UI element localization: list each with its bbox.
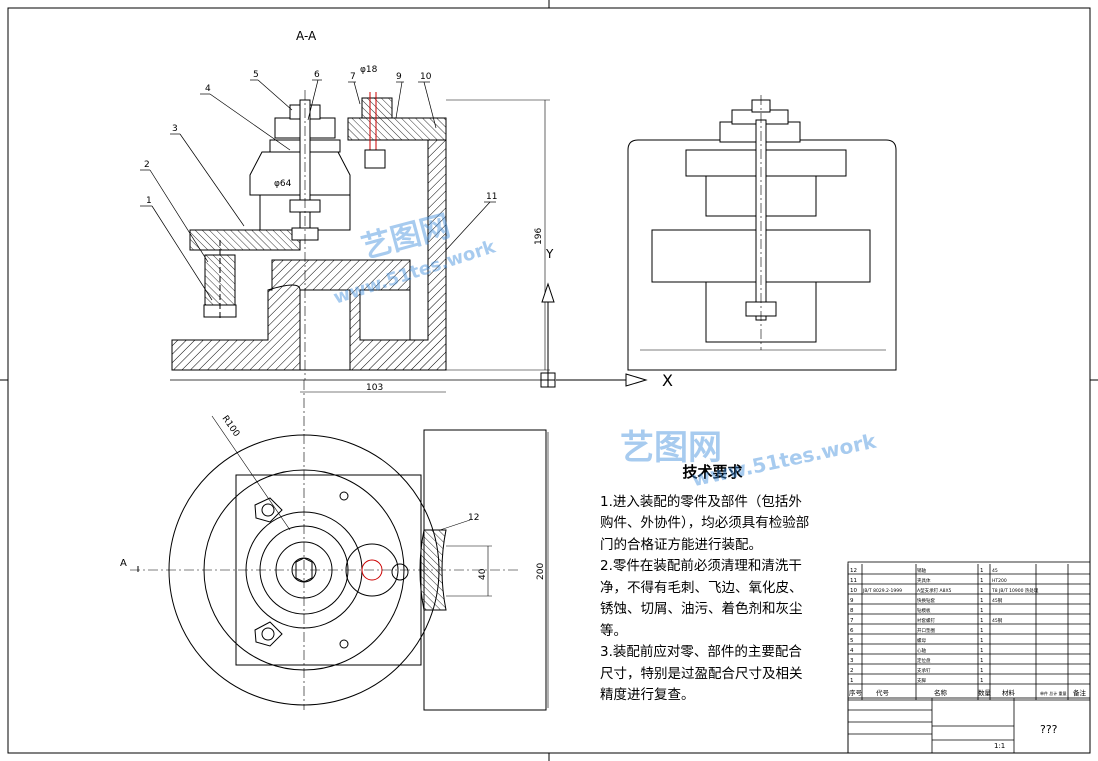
bom-row-no: 8 [850, 608, 854, 614]
tech-req-title: 技术要求 [682, 463, 743, 481]
title-block-name: ??? [1040, 723, 1058, 736]
bom-row-name: 螺母 [917, 637, 926, 644]
balloon-5: 5 [253, 70, 259, 80]
bom-row-material: T8 JB/T 10900 热处理 [991, 587, 1039, 594]
balloon-4: 4 [205, 84, 211, 94]
bom-row-material: 45钢 [992, 597, 1003, 604]
balloon-11: 11 [486, 192, 497, 202]
bom-header-cell: 名称 [934, 688, 948, 697]
bom-row-material: 45 [992, 568, 998, 574]
bom-row-qty: 1 [980, 608, 984, 614]
dim-phi64: φ64 [274, 179, 292, 189]
balloon-7: 7 [350, 72, 356, 82]
bom-row-no: 12 [850, 568, 857, 574]
bom-row-qty: 1 [980, 628, 984, 634]
dim-200: 200 [536, 563, 546, 580]
bom-row-qty: 1 [980, 668, 984, 674]
bom-row-no: 5 [850, 638, 854, 644]
bom-header-cell: 单件 总计 重量 [1040, 690, 1067, 696]
bom-row-no: 4 [850, 648, 854, 654]
balloon-1: 1 [146, 196, 152, 206]
technical-requirements: 技术要求 1.进入装配的零件及部件（包括外购件、外协件），均必须具有检验部门的合… [600, 462, 815, 707]
section-label: A-A [296, 29, 317, 43]
balloon-9: 9 [396, 72, 402, 82]
bom-row-qty: 1 [980, 638, 984, 644]
bom-row-name: 支脚 [917, 677, 926, 684]
balloon-10: 10 [420, 72, 432, 82]
dim-phi18: φ18 [360, 65, 378, 75]
tech-req-item-2: 2.零件在装配前必须清理和清洗干净，不得有毛刺、飞边、氧化皮、锈蚀、切屑、油污、… [600, 558, 803, 639]
bom-row-no: 3 [850, 658, 854, 664]
bom-row-qty: 1 [980, 578, 984, 584]
view-x-label: X [662, 371, 673, 390]
view-arrows: Y X [170, 247, 673, 390]
bom-row-name: 销轴 [917, 567, 926, 574]
bom-row-qty: 1 [980, 588, 984, 594]
bom-header-cell: 材料 [1002, 688, 1016, 697]
dim-103: 103 [366, 383, 383, 393]
title-block-scale: 1:1 [994, 742, 1005, 750]
side-view [627, 95, 897, 371]
bom-row-qty: 1 [980, 598, 984, 604]
bom-row-no: 1 [850, 678, 854, 684]
bom-row-qty: 1 [980, 618, 984, 624]
bom-row-name: A型支承钉 A8X5 [917, 587, 952, 594]
balloon-6: 6 [314, 70, 320, 80]
bom-row-name: 钻模板 [917, 607, 931, 614]
bom-row-material: 45钢 [992, 617, 1003, 624]
bom-row-code: JB/T 8029.2-1999 [862, 588, 902, 594]
bom-header-cell: 代号 [876, 688, 890, 697]
balloon-3: 3 [172, 124, 178, 134]
bom-row-qty: 1 [980, 658, 984, 664]
bom-row-qty: 1 [980, 568, 984, 574]
bom-row-no: 10 [850, 588, 857, 594]
bom-header-cell: 备注 [1073, 688, 1087, 697]
view-y-label: Y [545, 247, 554, 261]
dim-40: 40 [478, 568, 488, 580]
bom-row-no: 2 [850, 668, 854, 674]
bom-header-cell: 序号 [849, 688, 863, 697]
bom-header-cell: 数量 [978, 688, 992, 697]
bom-row-name: 支承钉 [917, 667, 931, 674]
top-view: 103 200 40 R100 12 A [120, 380, 549, 711]
title-block: ??? 1:1 [847, 697, 1091, 754]
bom-row-name: 衬套螺钉 [917, 617, 935, 624]
view-arrow-label: A [120, 558, 127, 569]
bom-row-qty: 1 [980, 678, 984, 684]
balloon-12: 12 [468, 513, 479, 523]
bom-row-name: 快换钻套 [917, 597, 935, 604]
bom-row-name: 心轴 [917, 647, 926, 654]
bom-row-name: 夹具体 [917, 577, 931, 584]
dim-196: 196 [534, 228, 544, 245]
section-view-aa: A-A [140, 29, 550, 380]
watermark-brand: 艺图网 [620, 428, 722, 468]
bom-row-name: 开口垫圈 [917, 627, 935, 634]
tech-req-item-1: 1.进入装配的零件及部件（包括外购件、外协件），均必须具有检验部门的合格证方能进… [600, 493, 810, 553]
bom-row-no: 11 [850, 578, 857, 584]
bom-row-material: HT200 [992, 578, 1007, 584]
tech-req-item-3: 3.装配前应对零、部件的主要配合尺寸，特别是过盈配合尺寸及相关精度进行复查。 [600, 644, 803, 703]
balloon-2: 2 [144, 160, 150, 170]
bom-row-no: 9 [850, 598, 854, 604]
bom-row-no: 6 [850, 628, 854, 634]
dim-r100: R100 [220, 414, 242, 439]
bom-row-qty: 1 [980, 648, 984, 654]
bom-row-name: 定位盘 [917, 657, 931, 664]
bom-row-no: 7 [850, 618, 854, 624]
